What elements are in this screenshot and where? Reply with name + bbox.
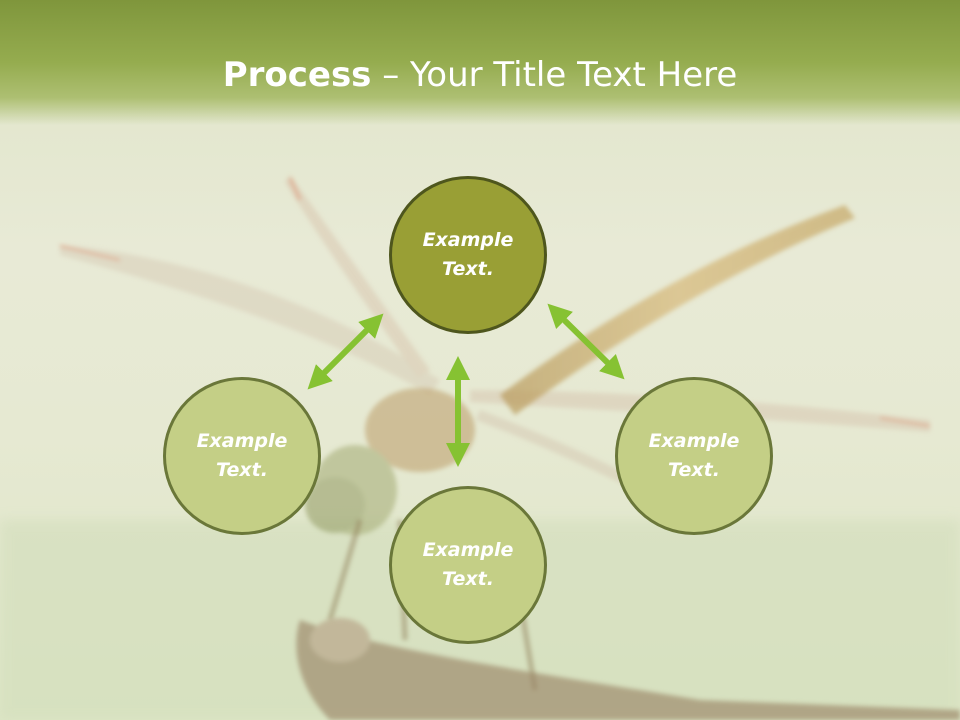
title-rest: – Your Title Text Here [371,55,738,95]
title-bar [0,0,960,125]
arrow-top-left-icon [307,313,384,390]
node-label: Example Text. [196,430,288,481]
title-bold: Process [222,55,372,95]
process-node-left: Example Text. [163,377,321,535]
process-node-right: Example Text. [615,377,773,535]
node-label: Example Text. [422,539,514,590]
process-node-bottom: Example Text. [389,486,547,644]
slide-title: Process – Your Title Text Here [0,52,960,98]
node-label: Example Text. [422,229,514,280]
arrow-top-right-icon [547,303,625,380]
process-node-top: Example Text. [389,176,547,334]
node-label: Example Text. [648,430,740,481]
